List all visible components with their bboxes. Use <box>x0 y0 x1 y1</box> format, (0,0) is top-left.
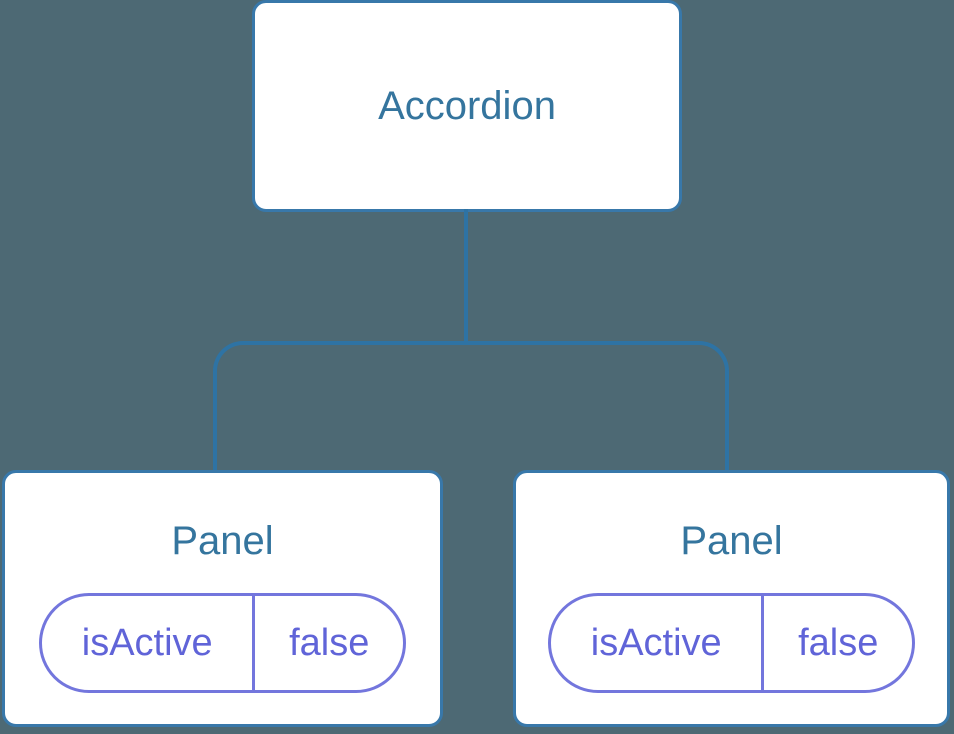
state-key: isActive <box>81 621 213 664</box>
panel-node-left: Panel isActive false <box>2 470 443 727</box>
state-pill: isActive false <box>548 593 915 693</box>
panel-node-label: Panel <box>171 519 274 563</box>
panel-node-label: Panel <box>680 519 783 563</box>
state-value: false <box>761 596 912 690</box>
connector-bracket <box>213 341 729 472</box>
state-pill: isActive false <box>39 593 406 693</box>
panel-node-right: Panel isActive false <box>513 470 950 727</box>
accordion-node-label: Accordion <box>378 84 556 128</box>
state-value: false <box>252 596 403 690</box>
accordion-node: Accordion <box>252 0 682 212</box>
state-key: isActive <box>590 621 722 664</box>
connector-stem <box>464 209 468 343</box>
